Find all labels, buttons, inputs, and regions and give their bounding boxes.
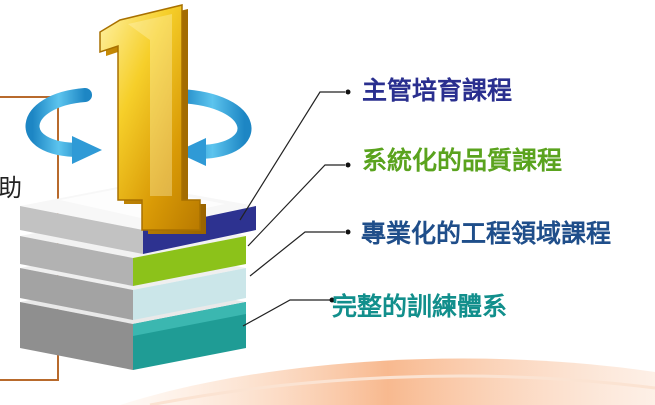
leader-markers: [329, 89, 351, 303]
number-one-badge: [99, 4, 206, 234]
item-label-engineering-courses: 專業化的工程領域課程: [361, 219, 612, 248]
item-label-training-system: 完整的訓練體系: [332, 292, 508, 321]
side-text-fragment: 助: [0, 174, 22, 202]
layer-stack: [20, 184, 256, 370]
item-label-quality-courses: 系統化的品質課程: [362, 146, 563, 175]
item-label-management-training: 主管培育課程: [362, 76, 513, 105]
wave-decoration: [120, 358, 655, 405]
leader-lines: [239, 91, 345, 327]
rotation-arrows: [25, 88, 252, 166]
wave-line: [149, 374, 655, 405]
